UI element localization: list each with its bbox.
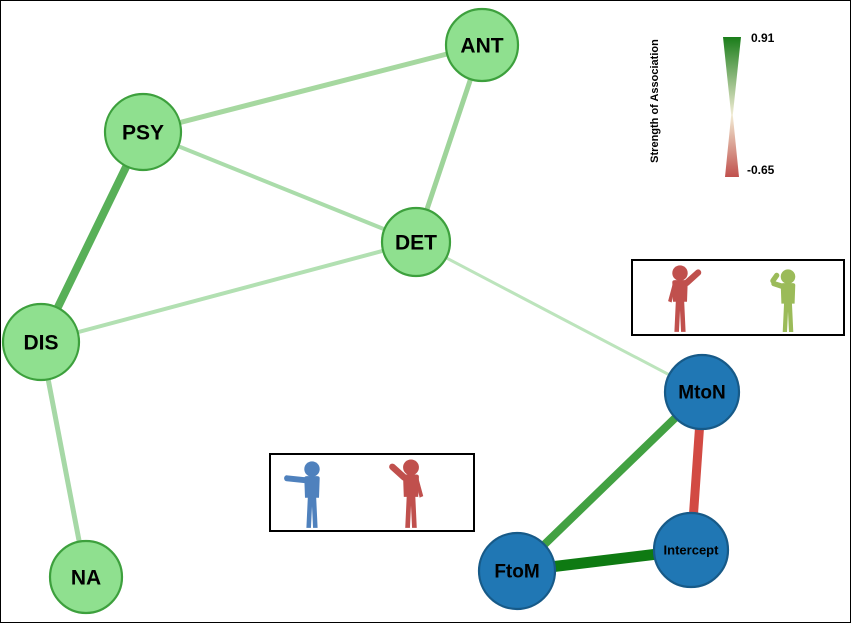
- node-label-ftom: FtoM: [494, 562, 539, 583]
- node-circle-ant[interactable]: [444, 7, 520, 83]
- legend-gradient-bowtie-icon: [723, 37, 741, 177]
- person-head: [403, 459, 419, 476]
- node-circle-ftom[interactable]: [477, 531, 557, 611]
- node-circle-det[interactable]: [380, 206, 452, 278]
- node-label-dis: DIS: [23, 331, 58, 354]
- node-circle-intercept[interactable]: [652, 511, 730, 589]
- person-upper-arm: [771, 280, 785, 289]
- legend-max-value: 0.91: [751, 31, 775, 45]
- person-arm-forward-icon: [284, 461, 320, 528]
- association-legend: Strength of Association 0.91 -0.65: [637, 27, 817, 187]
- legend-title: Strength of Association: [649, 39, 661, 163]
- person-raised-arm: [389, 463, 408, 481]
- person-head: [672, 265, 688, 281]
- node-ant[interactable]: ANT: [444, 7, 520, 83]
- edge-mton-ftom: [513, 388, 706, 575]
- person-arm-raised-icon: [389, 459, 424, 528]
- person-forearm: [770, 272, 780, 284]
- person-body: [304, 476, 320, 528]
- person-salute-icon: [770, 269, 796, 333]
- legend-negative-wedge: [725, 115, 739, 177]
- edge-dis-na: [38, 339, 89, 580]
- node-dis[interactable]: DIS: [1, 302, 81, 382]
- node-label-mton: MtoN: [678, 383, 725, 404]
- person-body: [780, 283, 796, 333]
- edge-psy-det: [141, 130, 418, 244]
- node-label-psy: PSY: [122, 121, 164, 144]
- node-circle-dis[interactable]: [1, 302, 81, 382]
- person-forward-arm: [284, 475, 308, 484]
- node-na[interactable]: NA: [48, 539, 124, 615]
- person-head: [304, 461, 320, 477]
- node-det[interactable]: DET: [380, 206, 452, 278]
- ftom-silhouette-box: [269, 453, 475, 532]
- edge-dis-det: [39, 240, 418, 344]
- person-rear-arm: [668, 282, 676, 303]
- person-body: [672, 280, 688, 332]
- person-rear-arm: [416, 477, 424, 498]
- ftom-silhouettes: [284, 459, 424, 528]
- person-body: [403, 474, 419, 528]
- legend-positive-wedge: [723, 37, 741, 115]
- mton-silhouettes: [668, 265, 796, 333]
- legend-min-value: -0.65: [747, 163, 775, 177]
- node-circle-mton[interactable]: [663, 353, 741, 431]
- node-label-ant: ANT: [460, 34, 503, 57]
- node-psy[interactable]: PSY: [103, 92, 183, 172]
- person-raised-arm: [683, 269, 702, 287]
- mton-silhouette-box: [631, 259, 845, 336]
- node-label-na: NA: [71, 566, 101, 589]
- node-label-intercept: Intercept: [664, 543, 720, 558]
- edge-det-mton: [414, 240, 704, 394]
- person-head: [780, 269, 796, 284]
- node-circle-psy[interactable]: [103, 92, 183, 172]
- person-arm-raised-icon: [668, 265, 702, 332]
- node-label-det: DET: [395, 231, 437, 254]
- node-intercept[interactable]: Intercept: [652, 511, 730, 589]
- node-mton[interactable]: MtoN: [663, 353, 741, 431]
- node-circle-na[interactable]: [48, 539, 124, 615]
- edge-psy-ant: [140, 42, 485, 135]
- node-ftom[interactable]: FtoM: [477, 531, 557, 611]
